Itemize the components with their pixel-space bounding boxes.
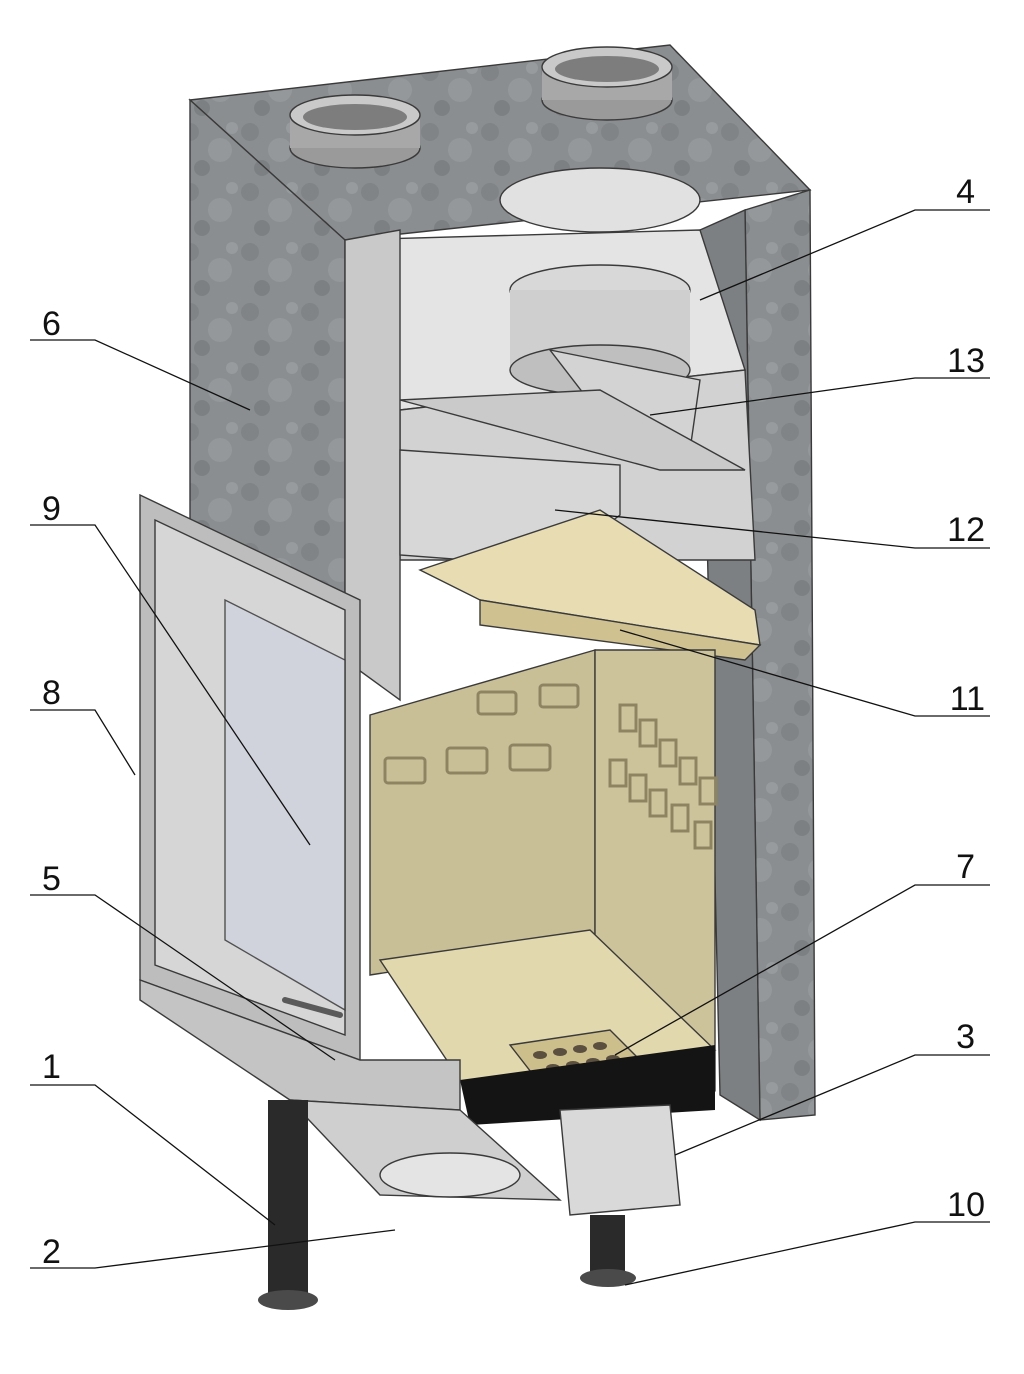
door-assembly — [139, 493, 461, 1111]
base-and-legs — [258, 1099, 681, 1310]
leader-1 — [30, 1084, 276, 1226]
leader-10 — [624, 1221, 990, 1286]
callout-2: 2 — [42, 1233, 61, 1271]
firebrick-back-wall — [369, 649, 596, 976]
flue-collar-right — [541, 46, 673, 121]
callout-7: 7 — [956, 848, 975, 886]
leg-left — [268, 1100, 308, 1300]
top-opening — [499, 167, 701, 233]
leg-right — [590, 1215, 625, 1275]
side-wall-vents — [608, 703, 718, 850]
back-wall-vents — [383, 683, 580, 785]
fireclay-top-plate — [418, 509, 761, 646]
leader-4 — [699, 209, 990, 301]
leader-2 — [30, 1229, 396, 1269]
callout-12: 12 — [947, 511, 985, 549]
door-glass — [224, 598, 346, 1012]
callout-6: 6 — [42, 305, 61, 343]
leader-13 — [649, 377, 990, 416]
leader-12 — [554, 509, 990, 549]
callout-1: 1 — [42, 1048, 61, 1086]
leader-9 — [30, 524, 311, 846]
flue-collar-left — [289, 94, 421, 169]
callout-9: 9 — [42, 490, 61, 528]
air-inlet-collar — [379, 1152, 521, 1198]
leader-6 — [30, 339, 251, 411]
callout-3: 3 — [956, 1018, 975, 1056]
callout-8: 8 — [42, 674, 61, 712]
callout-10: 10 — [947, 1186, 985, 1224]
leader-lines — [30, 209, 990, 1286]
leader-5 — [30, 894, 336, 1061]
leader-3 — [674, 1054, 990, 1156]
leader-11 — [619, 629, 990, 717]
callout-11: 11 — [949, 680, 985, 718]
inner-chamber — [344, 229, 762, 1125]
callout-5: 5 — [42, 860, 61, 898]
callout-4: 4 — [956, 173, 975, 211]
callout-13: 13 — [947, 342, 985, 380]
leader-8 — [30, 709, 136, 776]
leader-7 — [614, 884, 990, 1056]
